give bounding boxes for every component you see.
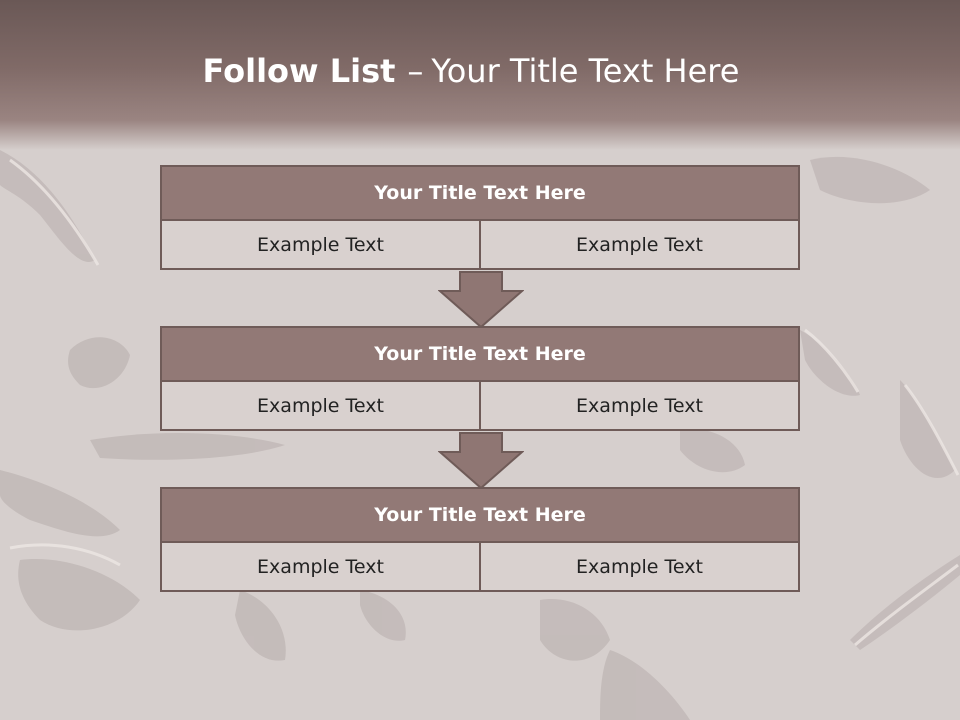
slide-title-dash: – bbox=[407, 52, 424, 90]
block-cell-right: Example Text bbox=[481, 221, 800, 270]
block-cell-left: Example Text bbox=[160, 382, 481, 431]
block-row: Example Text Example Text bbox=[160, 221, 800, 270]
list-block-3: Your Title Text Here Example Text Exampl… bbox=[160, 487, 800, 592]
block-cell-right: Example Text bbox=[481, 382, 800, 431]
block-cell-left: Example Text bbox=[160, 221, 481, 270]
slide-title-text: Your Title Text Here bbox=[431, 52, 740, 90]
block-cell-right: Example Text bbox=[481, 543, 800, 592]
block-row: Example Text Example Text bbox=[160, 543, 800, 592]
list-block-2: Your Title Text Here Example Text Exampl… bbox=[160, 326, 800, 431]
block-row: Example Text Example Text bbox=[160, 382, 800, 431]
block-title: Your Title Text Here bbox=[160, 326, 800, 382]
block-title: Your Title Text Here bbox=[160, 487, 800, 543]
list-block-1: Your Title Text Here Example Text Exampl… bbox=[160, 165, 800, 270]
block-title: Your Title Text Here bbox=[160, 165, 800, 221]
slide-header bbox=[0, 0, 960, 150]
slide-title-bold: Follow List bbox=[202, 52, 396, 90]
block-cell-left: Example Text bbox=[160, 543, 481, 592]
down-arrow-icon bbox=[438, 271, 524, 329]
down-arrow-icon bbox=[438, 432, 524, 490]
slide-title: Follow List–Your Title Text Here bbox=[0, 52, 942, 90]
